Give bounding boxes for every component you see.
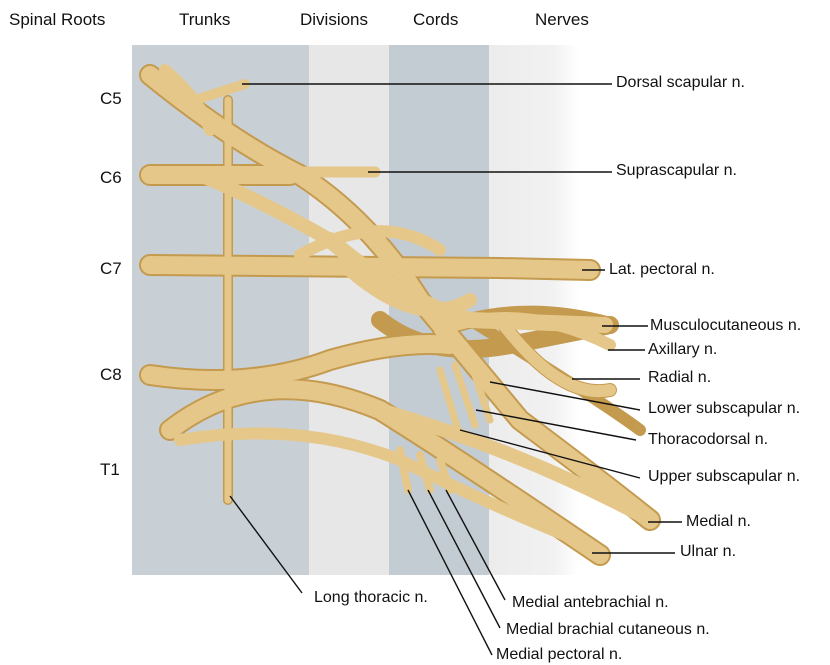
column-header-spinal-roots: Spinal Roots [9,10,105,30]
label-musculocutaneous: Musculocutaneous n. [650,317,801,335]
column-header-trunks: Trunks [179,10,230,30]
column-header-divisions: Divisions [300,10,368,30]
root-label-c5: C5 [100,89,122,109]
root-label-c7: C7 [100,259,122,279]
label-long-thoracic: Long thoracic n. [314,589,428,607]
label-lower-subscapular: Lower subscapular n. [648,400,800,418]
label-lat-pectoral: Lat. pectoral n. [609,261,715,279]
root-label-c6: C6 [100,168,122,188]
root-label-c8: C8 [100,365,122,385]
column-header-cords: Cords [413,10,458,30]
column-header-nerves: Nerves [535,10,589,30]
label-suprascapular: Suprascapular n. [616,162,737,180]
label-medial-antebrachial: Medial antebrachial n. [512,594,669,612]
band-divisions [309,45,389,575]
label-axillary: Axillary n. [648,341,717,359]
label-medial-pectoral: Medial pectoral n. [496,646,622,664]
label-medial-brachial-cutaneous: Medial brachial cutaneous n. [506,621,710,639]
label-upper-subscapular: Upper subscapular n. [648,468,800,486]
label-medial: Medial n. [686,513,751,531]
label-radial: Radial n. [648,369,711,387]
root-label-t1: T1 [100,460,120,480]
label-ulnar: Ulnar n. [680,543,736,561]
label-thoracodorsal: Thoracodorsal n. [648,431,768,449]
label-dorsal-scapular: Dorsal scapular n. [616,74,745,92]
